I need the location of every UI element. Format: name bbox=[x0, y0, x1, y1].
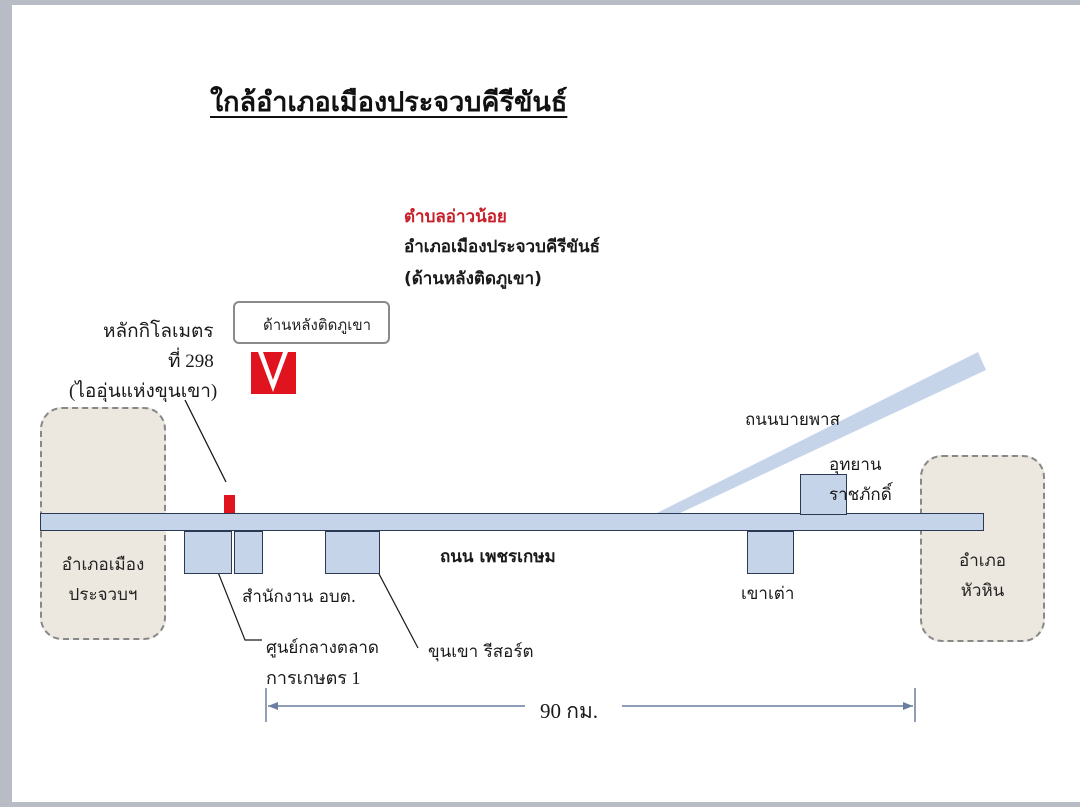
main-road-label: ถนน เพชรเกษม bbox=[440, 547, 556, 567]
hill-note-label: (ด้านหลังติดภูเขา) bbox=[404, 269, 542, 289]
park-building bbox=[800, 474, 847, 515]
district-left-line2: ประจวบฯ bbox=[68, 585, 138, 605]
subdistrict-label: ตำบลอ่าวน้อย bbox=[404, 207, 507, 227]
km-marker-line2: ที่ 298 bbox=[168, 351, 214, 372]
resort-building bbox=[325, 531, 380, 574]
property-marker-icon bbox=[251, 352, 296, 394]
km-marker-line1: หลักกิโลเมตร bbox=[103, 321, 214, 342]
market-leader bbox=[207, 546, 262, 641]
bypass-road-label: ถนนบายพาส bbox=[745, 410, 840, 430]
park-label-line2: ราชภักดิ์ bbox=[829, 485, 892, 505]
bypass-road bbox=[655, 352, 986, 514]
district-label: อำเภอเมืองประจวบคีรีขันธ์ bbox=[404, 237, 600, 257]
map-title: ใกล้อำเภอเมืองประจวบคีรีขันธ์ bbox=[210, 87, 568, 118]
office-building bbox=[234, 531, 263, 574]
district-hua-hin: อำเภอ หัวหิน bbox=[920, 455, 1045, 642]
resort-label: ขุนเขา รีสอร์ต bbox=[428, 642, 534, 662]
market-label-line1: ศูนย์กลางตลาด bbox=[266, 638, 379, 658]
district-left-line1: อำเภอเมือง bbox=[61, 555, 145, 575]
hill-callout-label: ด้านหลังติดภูเขา bbox=[263, 316, 371, 334]
district-right-line2: หัวหิน bbox=[960, 581, 1005, 601]
km-marker-line3: (ไออุ่นแห่งขุนเขา) bbox=[69, 381, 218, 402]
hill-callout: ด้านหลังติดภูเขา bbox=[233, 301, 390, 344]
distance-label: 90 กม. bbox=[540, 699, 599, 723]
km-marker-pointer bbox=[184, 399, 227, 483]
park-label-line1: อุทยาน bbox=[829, 455, 882, 475]
khao-tao-building bbox=[747, 531, 794, 574]
market-label-line2: การเกษตร 1 bbox=[266, 668, 361, 688]
phetkasem-road bbox=[40, 513, 984, 531]
district-right-line1: อำเภอ bbox=[959, 551, 1006, 571]
office-label: สำนักงาน อบต. bbox=[242, 587, 357, 607]
khao-tao-label: เขาเต่า bbox=[741, 584, 795, 604]
market-building bbox=[184, 531, 232, 574]
km-post-icon bbox=[224, 495, 235, 514]
